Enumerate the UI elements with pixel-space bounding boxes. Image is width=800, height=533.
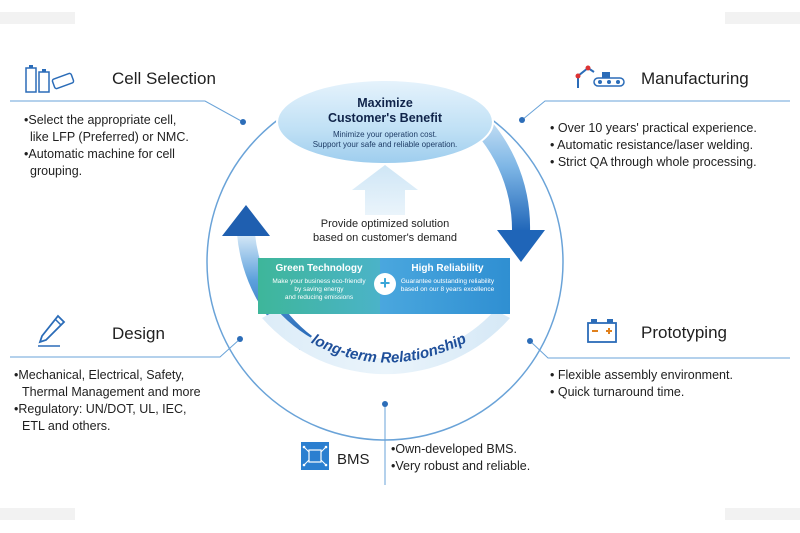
prototyping-line2: • Quick turnaround time. xyxy=(550,385,685,399)
green-technology-box xyxy=(258,258,380,314)
corner-strip-bottom-right xyxy=(725,508,800,520)
arrow-down-right xyxy=(497,230,545,262)
reliability-line2: based on our 8 years excellence xyxy=(400,286,495,293)
manufacturing-line3: • Strict QA through whole processing. xyxy=(550,155,757,169)
center-title: Maximize Customer's Benefit xyxy=(285,96,485,126)
design-line1: •Mechanical, Electrical, Safety, xyxy=(14,368,185,382)
green-title: Green Technology xyxy=(275,263,363,274)
plus-sign: + xyxy=(379,273,391,293)
high-reliability-box xyxy=(380,258,510,314)
customer-benefit-ellipse xyxy=(276,79,494,165)
bms-bullets: •Own-developed BMS. •Very robust and rel… xyxy=(391,441,530,475)
cell-selection-title: Cell Selection xyxy=(112,69,216,88)
bms-line2: •Very robust and reliable. xyxy=(391,459,531,473)
robot-arm-conveyor-icon xyxy=(575,65,625,88)
center-title-line1: Maximize xyxy=(357,96,413,110)
connector-design xyxy=(10,338,241,358)
design-line2: Thermal Management and more xyxy=(22,385,201,399)
pen-icon xyxy=(38,314,66,347)
connector-lines xyxy=(10,100,790,485)
arc-bottom xyxy=(262,310,510,375)
bms-title: BMS xyxy=(337,451,370,468)
plus-circle xyxy=(374,273,396,295)
green-line1: Make your business eco-friendly xyxy=(272,278,366,285)
cell-selection-line3: •Automatic machine for cell xyxy=(24,147,175,161)
prototyping-bullets: • Flexible assembly environment. • Quick… xyxy=(550,367,733,401)
center-sub-line2: Support your safe and reliable operation… xyxy=(312,140,458,149)
corner-strip-bottom-left xyxy=(0,508,75,520)
design-line3: •Regulatory: UN/DOT, UL, IEC, xyxy=(14,402,187,416)
ring-label: long-term Relationship xyxy=(309,330,469,366)
reliability-title: High Reliability xyxy=(411,263,484,274)
connector-manufacturing xyxy=(521,100,790,121)
manufacturing-title: Manufacturing xyxy=(641,69,749,88)
manufacturing-line2: • Automatic resistance/laser welding. xyxy=(550,138,754,152)
circuit-board-icon xyxy=(301,442,329,470)
manufacturing-bullets: • Over 10 years' practical experience. •… xyxy=(550,120,757,171)
center-sub-line1: Minimize your operation cost. xyxy=(332,130,438,139)
prototyping-line1: • Flexible assembly environment. xyxy=(550,368,733,382)
green-technology-text: Green Technology Make your business eco-… xyxy=(258,262,380,302)
cell-selection-bullets: •Select the appropriate cell, like LFP (… xyxy=(24,112,189,180)
up-arrow xyxy=(352,165,418,215)
corner-strip-top-left xyxy=(0,12,75,24)
arrow-up-left xyxy=(222,205,270,236)
corner-strip-top-right xyxy=(725,12,800,24)
center-subtitle: Minimize your operation cost. Support yo… xyxy=(275,130,495,150)
connector-cell-selection xyxy=(10,100,244,123)
bms-line1: •Own-developed BMS. xyxy=(391,442,517,456)
green-line3: and reducing emissions xyxy=(284,294,354,301)
cell-selection-line4: grouping. xyxy=(30,164,83,178)
prototyping-title: Prototyping xyxy=(641,323,727,342)
battery-plus-minus-icon xyxy=(587,319,617,343)
ring-label-text: long-term Relationship xyxy=(309,330,469,366)
reliability-line1: Guarantee outstanding reliability xyxy=(400,278,495,285)
design-bullets: •Mechanical, Electrical, Safety, Thermal… xyxy=(14,367,201,435)
provide-line2: based on customer's demand xyxy=(313,232,457,244)
connector-prototyping xyxy=(529,340,790,359)
design-title: Design xyxy=(112,324,165,343)
provide-line1: Provide optimized solution xyxy=(320,218,450,230)
arc-left xyxy=(237,234,312,350)
cell-selection-line1: •Select the appropriate cell, xyxy=(24,113,177,127)
design-line4: ETL and others. xyxy=(22,419,111,433)
provide-solution-text: Provide optimized solution based on cust… xyxy=(275,217,495,245)
battery-cells-icon xyxy=(25,65,75,93)
green-line2: by saving energy xyxy=(294,286,344,293)
manufacturing-line1: • Over 10 years' practical experience. xyxy=(550,121,757,135)
cell-selection-line2: like LFP (Preferred) or NMC. xyxy=(30,130,189,144)
center-title-line2: Customer's Benefit xyxy=(327,111,443,125)
high-reliability-text: High Reliability Guarantee outstanding r… xyxy=(385,262,510,294)
